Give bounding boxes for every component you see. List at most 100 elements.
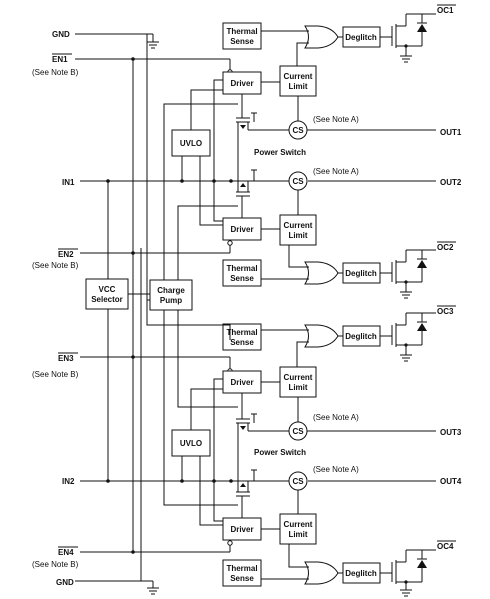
pin-en4: EN4	[58, 548, 74, 557]
limit1-to-or-wire	[296, 42, 309, 66]
vertical-buses	[107, 34, 148, 581]
vcc-selector-block: VCC Selector	[85, 278, 129, 310]
in1-to-driver2-wire	[213, 181, 223, 222]
driver-2: Driver	[222, 217, 262, 241]
power-switch-label-2: Power Switch	[254, 448, 306, 457]
or-gate-2	[304, 261, 339, 285]
pin-oc2: OC2	[437, 243, 454, 252]
power-switch-label-1: Power Switch	[254, 148, 306, 157]
pin-gnd-top: GND	[52, 30, 70, 39]
svg-text:Driver: Driver	[230, 378, 253, 387]
note-a-4: (See Note A)	[313, 465, 359, 474]
open-drain-fet-3	[391, 312, 436, 362]
svg-text:Driver: Driver	[230, 225, 253, 234]
uvlo1-to-driver2-wire	[199, 156, 223, 226]
svg-text:Sense: Sense	[230, 338, 254, 347]
svg-text:Limit: Limit	[288, 530, 307, 539]
current-limit-4: Current Limit	[279, 513, 317, 545]
en1-wire	[75, 57, 233, 75]
pin-in2: IN2	[62, 477, 75, 486]
svg-text:UVLO: UVLO	[180, 439, 202, 448]
svg-text:Driver: Driver	[230, 525, 253, 534]
charge-pump-wires	[147, 103, 238, 506]
svg-text:UVLO: UVLO	[180, 139, 202, 148]
uvlo-2: UVLO	[171, 429, 211, 457]
open-drain-fet-1	[391, 13, 436, 63]
svg-text:Thermal: Thermal	[226, 564, 257, 573]
pin-oc3: OC3	[437, 307, 454, 316]
pin-out4: OUT4	[440, 477, 462, 486]
svg-text:CS: CS	[292, 126, 304, 135]
svg-text:Sense: Sense	[230, 274, 254, 283]
en4-wire	[80, 540, 233, 554]
limit3-to-or-wire	[296, 341, 309, 367]
svg-text:Limit: Limit	[288, 82, 307, 91]
power-switch-1	[236, 94, 289, 181]
svg-text:Current: Current	[284, 221, 313, 230]
gnd-top-wire	[75, 33, 159, 49]
en2-note: (See Note B)	[32, 261, 79, 270]
svg-text:Deglitch: Deglitch	[345, 33, 377, 42]
en3-wire	[80, 355, 233, 374]
pin-en1: EN1	[52, 55, 68, 64]
svg-text:Thermal: Thermal	[226, 264, 257, 273]
note-a-3: (See Note A)	[313, 413, 359, 422]
current-limit-1: Current Limit	[279, 65, 317, 97]
svg-text:Driver: Driver	[230, 79, 253, 88]
svg-text:Sense: Sense	[230, 37, 254, 46]
thermal-sense-2: Thermal Sense	[222, 259, 262, 287]
svg-text:Pump: Pump	[160, 296, 182, 305]
svg-text:Current: Current	[284, 520, 313, 529]
current-limit-3: Current Limit	[279, 366, 317, 398]
note-a-2: (See Note A)	[313, 167, 359, 176]
power-switch-2	[236, 169, 289, 218]
en4-note: (See Note B)	[32, 560, 79, 569]
current-limit-2: Current Limit	[279, 214, 317, 246]
or-gate-4	[304, 561, 339, 585]
limit4-to-or-wire	[288, 544, 309, 568]
pin-out2: OUT2	[440, 178, 462, 187]
in2-to-driver3-wire	[213, 378, 223, 481]
thermal-sense-4: Thermal Sense	[222, 559, 262, 587]
cs-4: CS	[288, 471, 308, 491]
svg-text:Current: Current	[284, 72, 313, 81]
uvlo2-to-driver3-wire	[190, 388, 223, 430]
ground-ties	[140, 34, 231, 581]
en3-note: (See Note B)	[32, 370, 79, 379]
uvlo-1: UVLO	[171, 129, 211, 157]
svg-text:Limit: Limit	[288, 231, 307, 240]
charge-pump-block: Charge Pump	[149, 279, 193, 311]
or-gate-3	[304, 324, 339, 348]
pin-gnd-bottom: GND	[56, 578, 74, 587]
note-a-1: (See Note A)	[313, 115, 359, 124]
cs-1: CS	[288, 120, 308, 140]
svg-text:Deglitch: Deglitch	[345, 269, 377, 278]
svg-text:Sense: Sense	[230, 574, 254, 583]
pin-oc4: OC4	[437, 542, 454, 551]
svg-text:Current: Current	[284, 373, 313, 382]
cs-2: CS	[288, 171, 308, 191]
svg-text:VCC: VCC	[99, 285, 116, 294]
uvlo2-to-driver4-wire	[199, 456, 223, 526]
cs-3: CS	[288, 421, 308, 441]
open-drain-fet-4	[391, 549, 436, 597]
svg-text:Thermal: Thermal	[226, 27, 257, 36]
svg-text:Selector: Selector	[91, 295, 123, 304]
in2-to-driver4-wire	[213, 481, 223, 522]
in1-to-driver1-wire	[213, 79, 223, 181]
svg-text:Thermal: Thermal	[226, 328, 257, 337]
deglitch-1: Deglitch	[342, 26, 381, 48]
thermal-sense-3: Thermal Sense	[222, 323, 262, 351]
power-switch-3	[236, 393, 289, 481]
limit2-to-or-wire	[288, 245, 309, 268]
driver-4: Driver	[222, 517, 262, 541]
driver-1: Driver	[222, 71, 262, 95]
gnd-bottom-wire	[75, 580, 159, 595]
en2-wire	[80, 240, 233, 255]
pin-out3: OUT3	[440, 428, 462, 437]
power-switch-4	[236, 469, 257, 518]
svg-text:Limit: Limit	[288, 383, 307, 392]
pin-out1: OUT1	[440, 128, 462, 137]
svg-text:Deglitch: Deglitch	[345, 332, 377, 341]
